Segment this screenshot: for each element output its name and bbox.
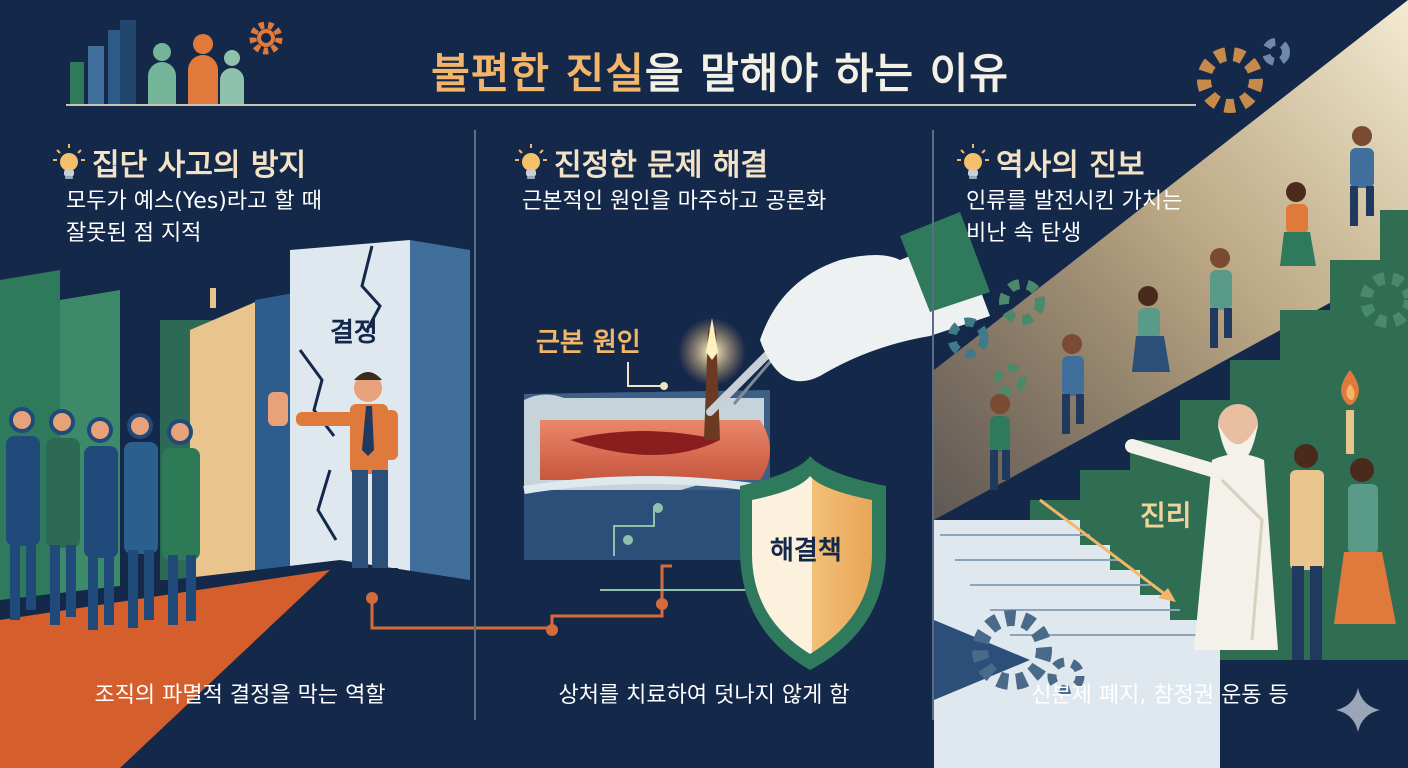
lightbulb-icon	[53, 144, 85, 179]
gear-icon	[249, 21, 283, 55]
section-2-subtitle: 근본적인 원인을 마주하고 공론화	[522, 186, 826, 218]
section-2-caption: 상처를 치료하여 덧나지 않게 함	[558, 683, 850, 708]
section-3-image-label: 진리	[1140, 499, 1192, 532]
section-2-subtitle-line-1: 근본적인 원인을 마주하고 공론화	[522, 189, 827, 214]
page-title-rest: 을 말해야 하는 이유	[644, 49, 1009, 98]
title-underline	[66, 104, 1196, 106]
divider-1	[474, 130, 476, 720]
section-3-caption: 신분제 폐지, 참정권 운동 등	[1031, 683, 1289, 708]
section-3-heading-text: 역사의 진보	[996, 148, 1145, 183]
section-2-heading-text: 진정한 문제 해결	[554, 148, 769, 183]
section-1-heading: 집단 사고의 방지	[52, 140, 306, 184]
section-2-image-label: 근본 원인	[536, 328, 641, 358]
section-1-heading-text: 집단 사고의 방지	[92, 148, 307, 183]
divider-2	[932, 130, 934, 720]
page-title: 불편한 진실을 말해야 하는 이유	[340, 42, 1100, 106]
section-1-caption: 조직의 파멸적 결정을 막는 역할	[94, 683, 386, 708]
section-3-subtitle: 인류를 발전시킨 가치는 비난 속 탄생	[966, 186, 1182, 250]
torch-icon	[1341, 370, 1359, 454]
shield-icon	[740, 456, 886, 670]
lightbulb-icon	[957, 144, 989, 179]
section-2-heading: 진정한 문제 해결	[514, 140, 768, 184]
section-1-image-label: 결정	[330, 318, 378, 348]
section-1-subtitle-line-2: 잘못된 점 지적	[66, 221, 202, 246]
section-1-subtitle: 모두가 예스(Yes)라고 할 때 잘못된 점 지적	[66, 186, 322, 250]
philosopher-figure	[1125, 404, 1278, 650]
section-3-subtitle-line-2: 비난 속 탄생	[966, 221, 1082, 246]
section-2-image-label-2: 해결책	[770, 536, 842, 566]
lightbulb-icon	[515, 144, 547, 179]
section-3-heading: 역사의 진보	[956, 140, 1144, 184]
top-skyline-icon	[70, 20, 244, 104]
section-1-subtitle-line-1: 모두가 예스(Yes)라고 할 때	[66, 189, 322, 214]
section-3-subtitle-line-1: 인류를 발전시킨 가치는	[966, 189, 1183, 214]
page-title-highlight: 불편한 진실	[431, 49, 645, 98]
dissenter-figure	[268, 372, 398, 576]
star-sparkle-icon	[1336, 688, 1380, 732]
